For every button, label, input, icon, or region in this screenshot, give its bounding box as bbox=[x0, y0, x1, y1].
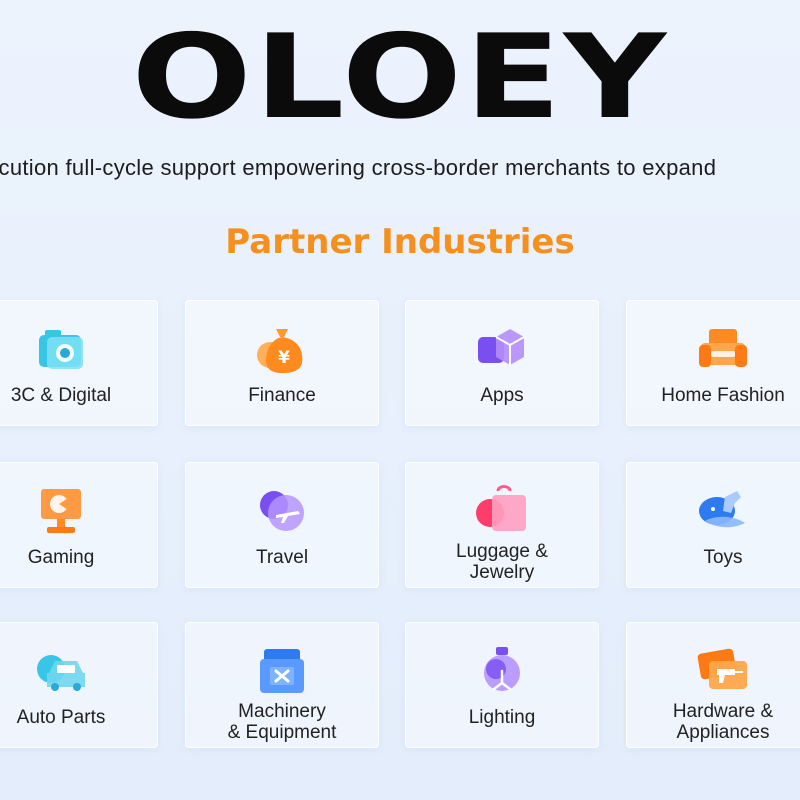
app-cube-icon bbox=[478, 329, 525, 365]
industry-label: Machinery bbox=[238, 701, 326, 722]
industry-card-hardware-appliances[interactable]: Hardware & Appliances bbox=[626, 622, 800, 748]
section-title: Partner Industries bbox=[225, 222, 575, 262]
drill-icon bbox=[697, 648, 747, 689]
industry-card-3c-digital[interactable]: 3C & Digital bbox=[0, 300, 158, 426]
industry-label: Lighting bbox=[468, 707, 536, 728]
money-bag-icon: ¥ bbox=[257, 329, 303, 373]
industry-card-machinery-equipment[interactable]: Machinery & Equipment bbox=[185, 622, 379, 748]
machine-icon bbox=[260, 649, 304, 693]
hero-tagline: ecution full-cycle support empowering cr… bbox=[0, 155, 717, 180]
industry-card-toys[interactable]: Toys bbox=[626, 462, 800, 588]
industry-card-lighting[interactable]: Lighting bbox=[405, 622, 599, 748]
industry-label: Hardware & bbox=[672, 701, 774, 722]
industry-card-gaming[interactable]: Gaming bbox=[0, 462, 158, 588]
industry-card-travel[interactable]: Travel bbox=[185, 462, 379, 588]
industry-label: Home Fashion bbox=[661, 385, 785, 406]
industry-card-auto-parts[interactable]: Auto Parts bbox=[0, 622, 158, 748]
industry-label: Finance bbox=[248, 385, 316, 406]
lamp-icon bbox=[484, 647, 520, 691]
airplane-icon bbox=[260, 491, 304, 531]
industry-label: 3C & Digital bbox=[10, 385, 112, 406]
brand-logo[interactable]: OLOEY bbox=[131, 10, 669, 145]
sofa-icon bbox=[699, 329, 747, 367]
rocking-horse-icon bbox=[699, 491, 745, 528]
industry-label: Auto Parts bbox=[16, 707, 106, 728]
industry-label: Gaming bbox=[27, 547, 95, 568]
industry-card-home-fashion[interactable]: Home Fashion bbox=[626, 300, 800, 426]
camera-icon bbox=[39, 330, 83, 369]
industry-label: Toys bbox=[703, 547, 743, 568]
industry-card-finance[interactable]: ¥ Finance bbox=[185, 300, 379, 426]
svg-text:¥: ¥ bbox=[278, 348, 290, 368]
industry-label: Luggage & bbox=[456, 541, 548, 562]
industry-card-apps[interactable]: Apps bbox=[405, 300, 599, 426]
industry-label-line2: Jewelry bbox=[469, 562, 535, 583]
game-monitor-icon bbox=[41, 489, 81, 533]
industry-card-luggage-jewelry[interactable]: Luggage & Jewelry bbox=[405, 462, 599, 588]
industry-label: Travel bbox=[255, 547, 309, 568]
car-icon bbox=[37, 655, 85, 691]
industry-label: Apps bbox=[480, 385, 524, 406]
shopping-bag-icon bbox=[476, 485, 526, 531]
industry-label-line2: Appliances bbox=[676, 722, 770, 743]
industry-label-line2: & Equipment bbox=[227, 722, 337, 743]
